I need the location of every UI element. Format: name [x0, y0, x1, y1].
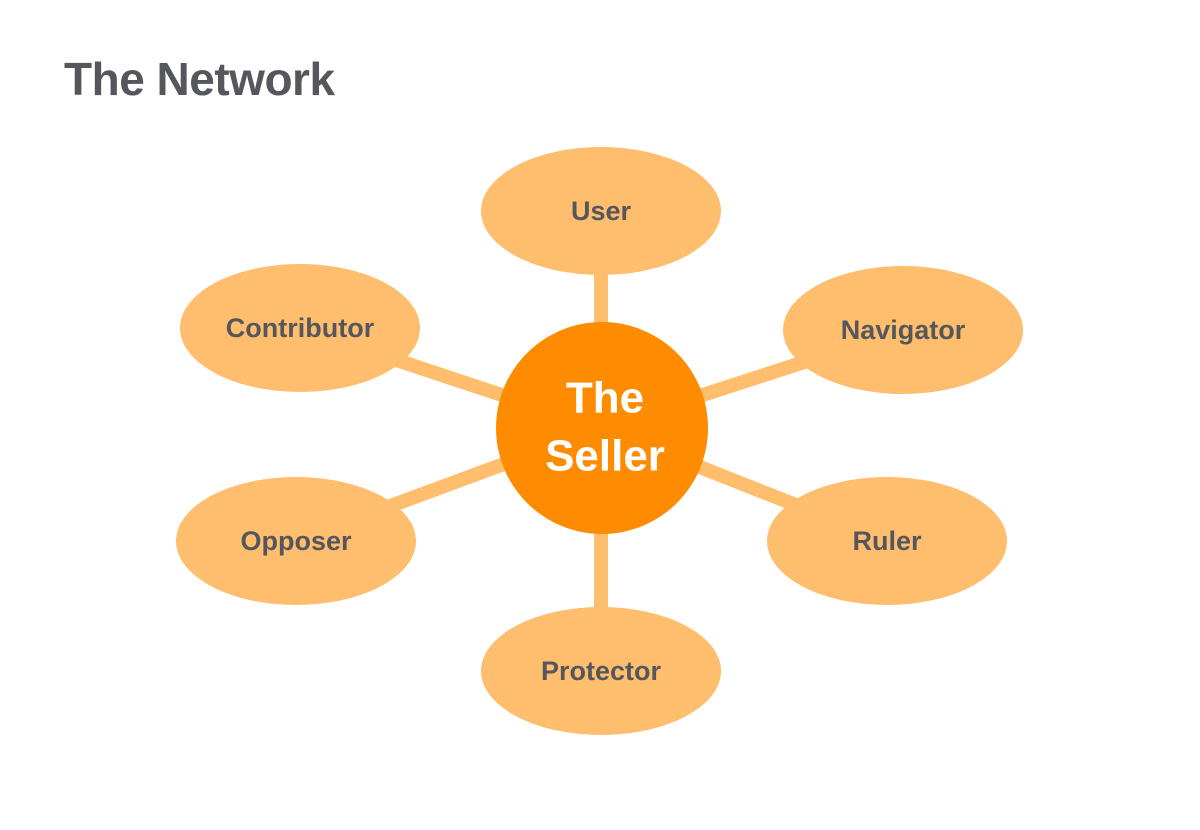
center-node-shape	[496, 322, 708, 534]
node-navigator: Navigator	[783, 266, 1023, 394]
node-ruler-label: Ruler	[852, 526, 922, 556]
node-contributor-shape	[180, 264, 420, 392]
node-navigator-shape	[783, 266, 1023, 394]
node-opposer-label: Opposer	[240, 526, 352, 556]
node-protector-label: Protector	[541, 656, 662, 686]
node-protector: Protector	[481, 607, 721, 735]
node-ruler-shape	[767, 477, 1007, 605]
node-user-label: User	[571, 196, 632, 226]
node-opposer: Opposer	[176, 477, 416, 605]
node-protector-shape	[481, 607, 721, 735]
node-navigator-label: Navigator	[841, 315, 966, 345]
node-opposer-shape	[176, 477, 416, 605]
node-user-shape	[481, 147, 721, 275]
center-label-line2: Seller	[545, 432, 665, 481]
center-label-line1: The	[566, 374, 644, 423]
center-node: The Seller	[496, 322, 708, 534]
node-contributor: Contributor	[180, 264, 420, 392]
node-user: User	[481, 147, 721, 275]
page-title: The Network	[64, 53, 335, 105]
node-contributor-label: Contributor	[226, 313, 375, 343]
node-ruler: Ruler	[767, 477, 1007, 605]
